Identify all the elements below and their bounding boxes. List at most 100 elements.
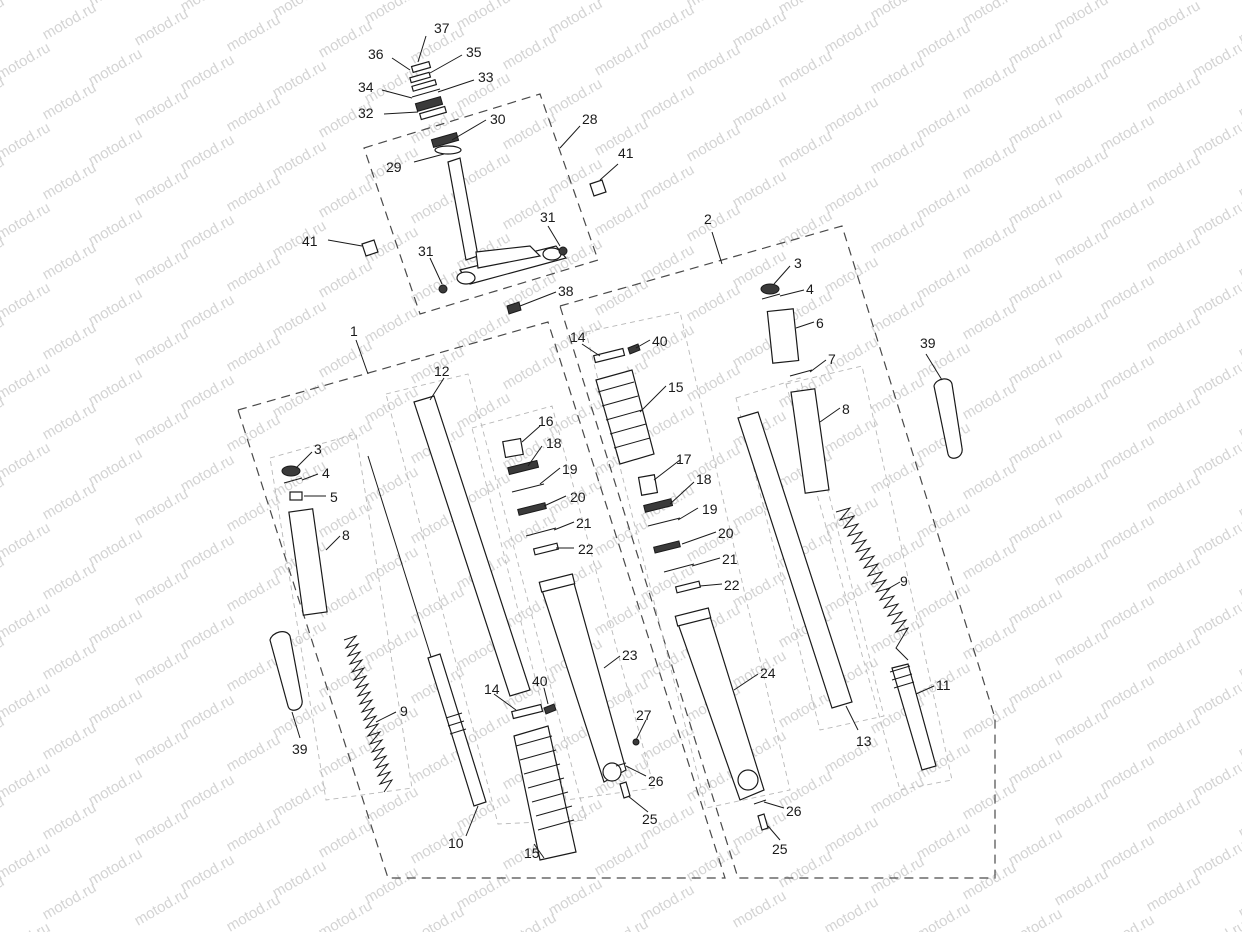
label-14-right: 14 [570,329,586,345]
watermark-text: motod.ru [1052,785,1112,829]
label-11: 11 [936,677,951,693]
watermark-text: motod.ru [1098,511,1158,555]
watermark-text: motod.ru [1098,591,1158,635]
watermark-text: motod.ru [270,217,330,261]
subframe-right-spring [785,365,953,791]
watermark-text: motod.ru [454,389,514,433]
watermark-text: motod.ru [868,853,928,897]
watermark-text: motod.ru [0,0,53,3]
watermark-text: motod.ru [270,297,330,341]
part-9-right-spring [835,507,910,661]
part-35-ring [411,79,438,92]
label-3-left: 3 [314,441,322,457]
label-13: 13 [856,733,872,749]
label-21-right: 21 [722,551,738,567]
label-30: 30 [490,111,506,127]
label-3-right: 3 [794,255,802,271]
watermark-text: motod.ru [1144,391,1204,435]
watermark-text: motod.ru [362,463,422,507]
watermark-text: motod.ru [1098,191,1158,235]
left-fork-assembly [269,395,640,861]
watermark-text: motod.ru [868,133,928,177]
part-28-clamp-right [542,247,562,261]
watermark-text: motod.ru [914,19,974,63]
watermark-text: motod.ru [914,259,974,303]
watermark-text: motod.ru [0,919,53,932]
watermark-text: motod.ru [224,731,284,775]
part-40-left-screw [543,703,557,715]
watermark-text: motod.ru [1144,71,1204,115]
part-15-left-boot [513,725,577,861]
watermark-text: motod.ru [132,85,192,129]
watermark-text: motod.ru [362,303,422,347]
label-31-left: 31 [418,243,434,259]
watermark-text: motod.ru [1006,185,1066,229]
watermark-text: motod.ru [1190,117,1242,161]
watermark-text: motod.ru [1052,0,1112,35]
watermark-text: motod.ru [40,399,100,443]
watermark-text: motod.ru [960,299,1020,343]
watermark-text: motod.ru [638,881,698,925]
watermark-text: motod.ru [500,29,560,73]
watermark-text: motod.ru [270,137,330,181]
subframe-right-tube [735,377,885,731]
part-14-right-cap [592,347,626,364]
watermark-text: motod.ru [868,293,928,337]
watermark-text: motod.ru [316,17,376,61]
steering-stem-assembly [409,60,568,315]
watermark-text: motod.ru [1190,917,1242,932]
watermark-text: motod.ru [592,515,652,559]
watermark-text: motod.ru [822,253,882,297]
frame-assembly-2 [559,225,996,879]
watermark-text: motod.ru [132,485,192,529]
watermark-text: motod.ru [178,51,238,95]
watermark-text: motod.ru [1190,757,1242,801]
watermark-text: motod.ru [1236,797,1242,841]
part-41-cap-left [361,239,379,257]
watermark-text: motod.ru [1098,111,1158,155]
watermark-text: motod.ru [960,379,1020,423]
label-19-left: 19 [562,461,578,477]
label-41-right: 41 [618,145,634,161]
watermark-text: motod.ru [1236,477,1242,521]
watermark-text: motod.ru [1190,437,1242,481]
watermark-text: motod.ru [408,903,468,932]
watermark-text: motod.ru [1144,871,1204,915]
watermark-text: motod.ru [224,491,284,535]
label-38: 38 [558,283,574,299]
watermark-text: motod.ru [1144,471,1204,515]
label-21-left: 21 [576,515,592,531]
watermark-text: motod.ru [730,87,790,131]
fork-caps [361,179,607,257]
watermark-text: motod.ru [0,679,53,723]
watermark-text: motod.ru [638,1,698,45]
watermark-text: motod.ru [1006,585,1066,629]
watermark-text: motod.ru [638,721,698,765]
label-7: 7 [828,351,836,367]
watermark-text: motod.ru [224,91,284,135]
watermark-text: motod.ru [960,699,1020,743]
watermark-text: motod.ru [40,239,100,283]
label-2: 2 [704,211,712,227]
watermark-text: motod.ru [1052,625,1112,669]
watermark-text: motod.ru [86,445,146,489]
watermark-text: motod.ru [500,909,560,932]
watermark-text: motod.ru [178,691,238,735]
part-16-bushing [502,437,524,459]
part-19-left-clip [511,483,545,493]
part-24-axle-boss [737,769,759,791]
label-14-left: 14 [484,681,500,697]
part-21-right-ring [663,563,695,573]
right-fork-assembly [592,283,963,831]
watermark-text: motod.ru [224,331,284,375]
part-8-right-spacer-tube [790,388,830,494]
watermark-text: motod.ru [86,845,146,889]
watermark-text: motod.ru [822,573,882,617]
watermark-text: motod.ru [1052,545,1112,589]
watermark-text: motod.ru [868,533,928,577]
watermark-text: motod.ru [132,805,192,849]
watermark-text: motod.ru [592,35,652,79]
label-29: 29 [386,159,402,175]
